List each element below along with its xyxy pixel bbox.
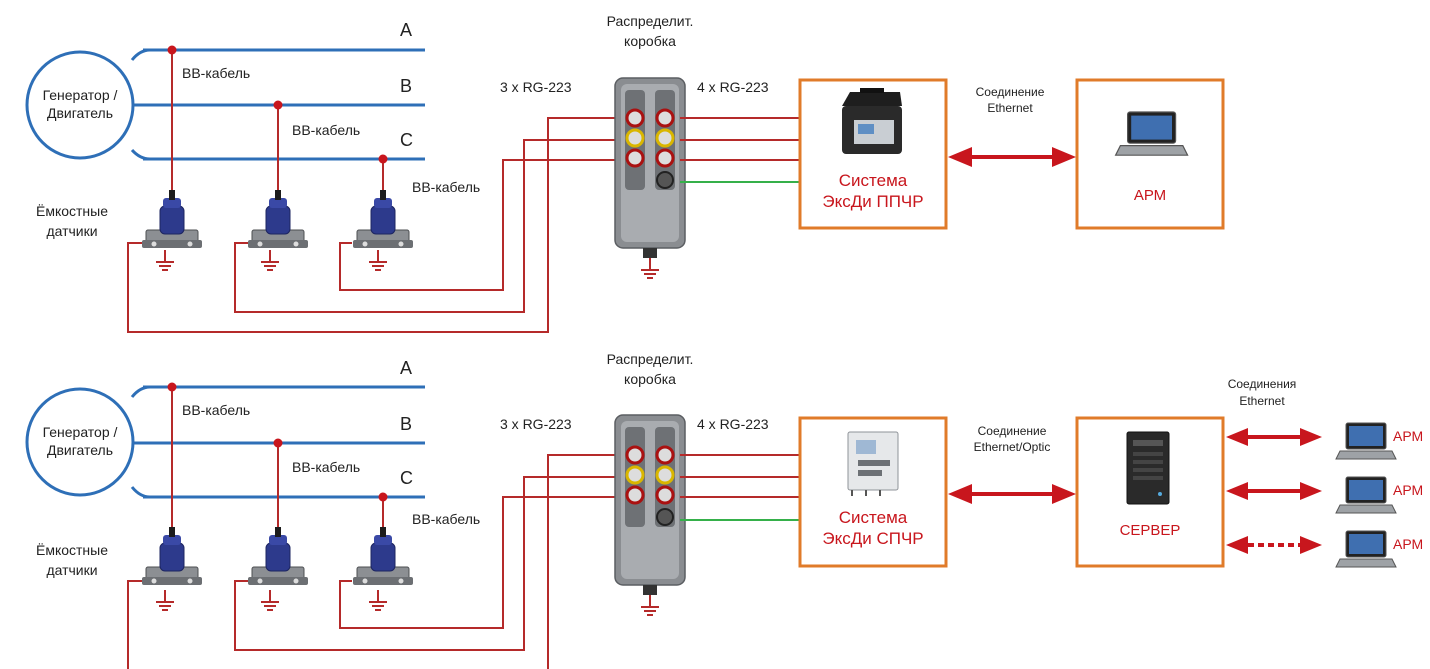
generator-label-2: Двигатель — [47, 105, 113, 121]
laptop-icon — [1335, 476, 1397, 514]
sensors-label-2: датчики — [46, 562, 97, 578]
client-label-1: АРМ — [1393, 428, 1423, 444]
in-cables-label: 3 x RG-223 — [500, 416, 572, 432]
out-cables-label: 4 x RG-223 — [697, 416, 769, 432]
client-label-2: АРМ — [1393, 482, 1423, 498]
phase-a-label: A — [400, 358, 412, 378]
phase-b-label: B — [400, 414, 412, 434]
phase-c-label: C — [400, 130, 413, 150]
double-arrow-icon — [1226, 428, 1322, 446]
laptop-icon — [1335, 530, 1397, 568]
junction-box-label-2: коробка — [624, 33, 676, 49]
bottom-section: Генератор / Двигатель A B C ВВ-кабель ВВ… — [25, 351, 1423, 669]
junction-box-label-2: коробка — [624, 371, 676, 387]
generator-label-1: Генератор / — [43, 424, 118, 440]
phase-b-label: B — [400, 76, 412, 96]
capacitive-sensor-icon — [141, 189, 203, 249]
phase-c-label: C — [400, 468, 413, 488]
coax-cable-a — [127, 117, 620, 333]
double-arrow-icon — [948, 484, 1076, 504]
junction-box-icon — [613, 76, 687, 260]
top-link-label-1: Соединение — [976, 85, 1045, 99]
hv-cable-label-a: ВВ-кабель — [182, 65, 250, 81]
phase-a-label: A — [400, 20, 412, 40]
server-icon — [1126, 431, 1170, 505]
capacitive-sensor-icon — [247, 189, 309, 249]
workstation-label: АРМ — [1134, 187, 1166, 204]
ground-icon — [260, 589, 280, 611]
spchr-system-label-1: Система — [839, 508, 908, 527]
hv-cable-label-a: ВВ-кабель — [182, 402, 250, 418]
top-section: Генератор / Двигатель A B C ВВ-кабель ВВ… — [25, 13, 1225, 333]
coax-cable-b — [234, 139, 620, 313]
junction-box-label-1: Распределит. — [607, 13, 694, 29]
sensors-label-1: Ёмкостные — [36, 203, 108, 219]
ppchr-system-label-2: ЭксДи ППЧР — [822, 192, 923, 211]
laptop-icon — [1335, 422, 1397, 460]
bottom-link-label-1: Соединение — [978, 424, 1047, 438]
double-arrow-icon — [1226, 482, 1322, 500]
client-label-3: АРМ — [1393, 536, 1423, 552]
generator-circle — [25, 50, 135, 160]
top-link-label-2: Ethernet — [987, 101, 1033, 115]
links-label-1: Соединения — [1228, 377, 1297, 391]
generator-label-1: Генератор / — [43, 87, 118, 103]
server-label: СЕРВЕР — [1120, 522, 1181, 539]
sensors-label-1: Ёмкостные — [36, 542, 108, 558]
dashed-double-arrow-icon — [1226, 536, 1322, 554]
junction-box-label-1: Распределит. — [607, 351, 694, 367]
hv-cable-label-b: ВВ-кабель — [292, 122, 360, 138]
ground-icon — [640, 257, 660, 279]
spchr-cabinet-icon — [847, 431, 899, 496]
generator-label-2: Двигатель — [47, 442, 113, 458]
bottom-link-label-2: Ethernet/Optic — [974, 440, 1051, 454]
ppchr-case-icon — [842, 88, 902, 154]
capacitive-sensor-icon — [352, 189, 414, 249]
ground-icon — [155, 249, 175, 271]
ground-icon — [368, 589, 388, 611]
ground-icon — [640, 594, 660, 616]
out-cables-label: 4 x RG-223 — [697, 79, 769, 95]
generator-circle — [25, 387, 135, 497]
ground-icon — [260, 249, 280, 271]
capacitive-sensor-icon — [247, 526, 309, 586]
coax-cable-b — [234, 476, 620, 651]
ground-icon — [368, 249, 388, 271]
sensors-label-2: датчики — [46, 223, 97, 239]
in-cables-label: 3 x RG-223 — [500, 79, 572, 95]
double-arrow-icon — [948, 147, 1076, 167]
ppchr-system-label-1: Система — [839, 171, 908, 190]
spchr-system-label-2: ЭксДи СПЧР — [822, 529, 923, 548]
capacitive-sensor-icon — [141, 526, 203, 586]
coax-cable-c — [339, 496, 620, 629]
ground-icon — [155, 589, 175, 611]
junction-box-icon — [613, 413, 687, 597]
coax-cable-a — [127, 580, 142, 669]
hv-cable-label-b: ВВ-кабель — [292, 459, 360, 475]
links-label-2: Ethernet — [1239, 394, 1285, 408]
coax-cable-c — [339, 159, 620, 291]
hv-cable-label-c: ВВ-кабель — [412, 179, 480, 195]
hv-cable-label-c: ВВ-кабель — [412, 511, 480, 527]
capacitive-sensor-icon — [352, 526, 414, 586]
